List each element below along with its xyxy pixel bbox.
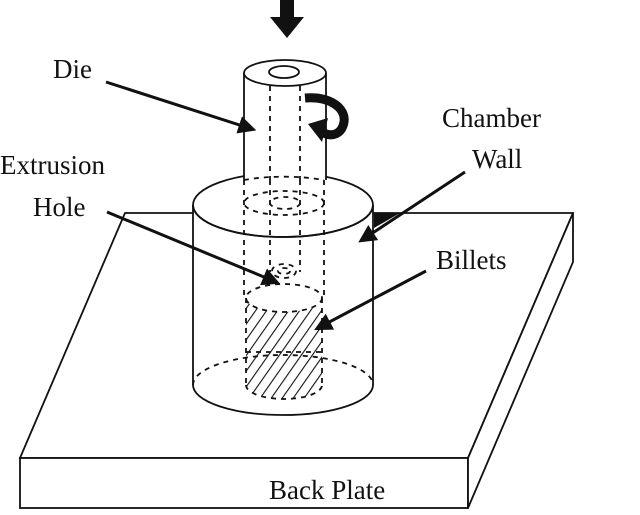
extrusion-hole-leader <box>106 210 281 286</box>
billets-leader <box>314 269 427 331</box>
chamber-wall-leader <box>358 170 466 243</box>
chamber <box>192 172 400 416</box>
load-arrow-icon <box>270 0 304 38</box>
rotation-arrow-icon <box>304 93 349 142</box>
label-back-plate: Back Plate <box>269 475 385 505</box>
label-die: Die <box>53 54 92 84</box>
chamber-bottom-front <box>192 384 374 416</box>
die-top-hole <box>268 65 300 79</box>
label-hole: Hole <box>33 192 86 222</box>
billets-bottom <box>245 384 323 400</box>
back-plate-front-face <box>19 457 469 509</box>
label-billets: Billets <box>436 245 507 275</box>
chamber-wall-shadow <box>374 213 400 228</box>
chamber-rim-back-hidden <box>243 175 325 181</box>
billets-body <box>246 298 322 399</box>
label-extrusion: Extrusion <box>0 150 105 180</box>
billets <box>245 283 323 400</box>
die-face-at-chamber <box>243 190 325 216</box>
hole-at-chamber <box>269 196 301 210</box>
billets-top <box>245 283 323 313</box>
label-wall: Wall <box>472 144 522 174</box>
chamber-body <box>193 205 373 415</box>
label-chamber: Chamber <box>442 103 541 133</box>
back-plate-side-face <box>467 212 574 509</box>
leader-lines <box>105 80 466 331</box>
chamber-rim-front <box>192 204 374 238</box>
die-leader <box>105 80 257 134</box>
